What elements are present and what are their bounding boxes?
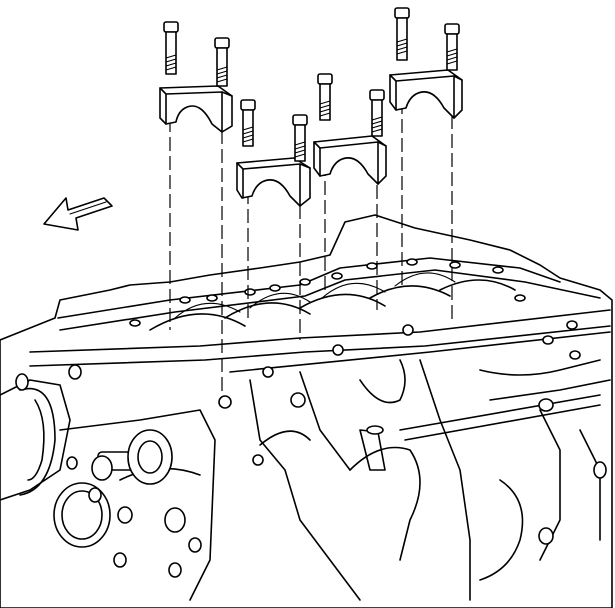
bolt-7 <box>394 7 410 61</box>
bolt-3 <box>240 99 256 147</box>
engine-block <box>0 214 613 608</box>
bearing-cap-4 <box>389 69 463 119</box>
bolt-6 <box>369 89 385 137</box>
bolt-2 <box>214 37 230 87</box>
bolt-8 <box>444 23 460 71</box>
bolt-1 <box>163 21 179 75</box>
bearing-cap-1 <box>159 85 233 133</box>
bolt-4 <box>292 114 308 162</box>
bearing-cap-3 <box>313 135 387 185</box>
bearing-cap-2 <box>236 157 311 207</box>
direction-arrow <box>43 197 113 231</box>
bolt-5 <box>317 73 333 121</box>
alignment-lines <box>169 100 453 395</box>
